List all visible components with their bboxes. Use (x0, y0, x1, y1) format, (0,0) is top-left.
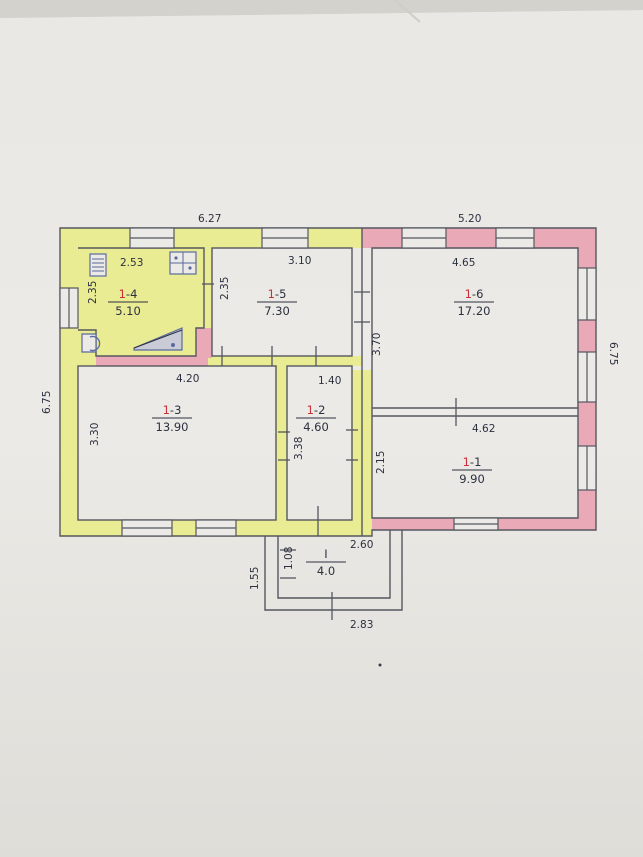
bath-fixtures (81, 251, 197, 353)
room-number: I (324, 547, 327, 561)
room-number: 1-6 (465, 287, 484, 301)
room-label-r14: 1-4 5.10 (108, 287, 148, 318)
room-number-prefix: 1 (465, 287, 472, 301)
room-number-suffix: -4 (126, 287, 137, 301)
dim-r15-height: 2.35 (219, 277, 231, 300)
dim-r14-height: 2.35 (87, 281, 99, 304)
room-number-prefix: 1 (119, 287, 126, 301)
room-number-prefix: 1 (307, 403, 314, 417)
room-number: 1-4 (119, 287, 138, 301)
room-area: 9.90 (459, 472, 485, 486)
dim-porch-outer-height: 1.55 (249, 567, 261, 590)
door-marks (202, 283, 457, 620)
dim-porch-height: 1.08 (283, 547, 295, 570)
dim-r16-height: 3.70 (371, 333, 383, 356)
dim-r13-height: 3.30 (89, 423, 101, 446)
room-area: 17.20 (458, 304, 491, 318)
room-area: 7.30 (264, 304, 290, 318)
room-area: 13.90 (156, 420, 189, 434)
room-area: 4.0 (317, 564, 335, 578)
room-number: 1-5 (268, 287, 287, 301)
room-number-prefix: 1 (268, 287, 275, 301)
dim-r11-width: 4.62 (472, 423, 495, 435)
room-number-suffix: -5 (275, 287, 286, 301)
room-number-suffix: -3 (170, 403, 181, 417)
dim-r16-width: 4.65 (452, 257, 475, 269)
room-label-r12: 1-2 4.60 (296, 403, 336, 434)
room-number: 1-3 (163, 403, 182, 417)
dim-porch-bottom: 2.83 (350, 619, 373, 631)
room-area: 4.60 (303, 420, 329, 434)
room-label-r15: 1-5 7.30 (257, 287, 297, 318)
room-number-suffix: -2 (314, 403, 325, 417)
room-label-r16: 1-6 17.20 (454, 287, 494, 318)
stove-icon (169, 251, 197, 275)
dim-top-right: 5.20 (458, 213, 481, 225)
room-number-suffix: -1 (470, 455, 481, 469)
ink-dot (378, 663, 382, 667)
radiator-icon (89, 253, 107, 277)
dim-r11-height: 2.15 (375, 451, 387, 474)
room-number-suffix: -6 (472, 287, 483, 301)
toilet-icon (81, 333, 101, 353)
dim-r15-width: 3.10 (288, 255, 311, 267)
room-labels: 1-45.101-57.301-617.201-313.901-24.601-1… (108, 287, 494, 578)
dim-r13-width: 4.20 (176, 373, 199, 385)
paper-sheet (0, 10, 643, 857)
background-surface (0, 0, 643, 18)
bathtub-icon (133, 327, 183, 351)
room-area: 5.10 (115, 304, 141, 318)
dim-r12-width: 1.40 (318, 375, 341, 387)
dim-r14-width: 2.53 (120, 257, 143, 269)
room-label-r11: 1-1 9.90 (452, 455, 492, 486)
dim-left: 6.75 (41, 391, 53, 414)
room-number-prefix: 1 (463, 455, 470, 469)
dim-r12-height: 3.38 (293, 437, 305, 460)
room-number-suffix: I (324, 547, 327, 561)
room-label-rI: I 4.0 (306, 547, 346, 578)
room-label-r13: 1-3 13.90 (152, 403, 192, 434)
dim-right: 6.75 (607, 342, 619, 365)
dim-porch-top: 2.60 (350, 539, 373, 551)
room-number: 1-1 (463, 455, 482, 469)
room-number: 1-2 (307, 403, 326, 417)
windows (59, 227, 597, 537)
wall-lines (59, 227, 597, 611)
dim-top-left: 6.27 (198, 213, 221, 225)
paper-fold (394, 0, 421, 23)
room-number-prefix: 1 (163, 403, 170, 417)
pink-walls (96, 228, 596, 530)
